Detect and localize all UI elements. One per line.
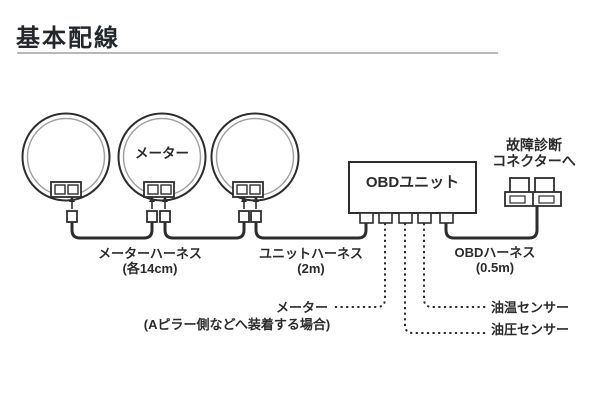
meter-pin-label: メーター [275, 300, 328, 315]
obd-harness-length: (0.5m) [475, 260, 515, 275]
gauge-3-plug-left [238, 210, 250, 223]
obd-pin-3 [398, 212, 413, 224]
unit-harness-wire [254, 222, 368, 240]
meter-harness-label: メーターハーネス (各14cm) [95, 246, 205, 276]
unit-harness-name: ユニットハーネス [258, 246, 363, 261]
diagnostic-connector-label-line2: コネクターへ [492, 153, 576, 169]
meter-harness-wire-1 [70, 222, 154, 240]
obd-unit-box [348, 161, 477, 224]
meter-pin-note: (Aピラー側などへ装着する場合) [143, 317, 331, 332]
gauge-2-plug-right [159, 210, 171, 223]
dotted-lead-oil-pressure [404, 223, 487, 334]
obd-pin-5 [439, 212, 454, 224]
gauge-2-plug-left [146, 210, 158, 223]
meter-harness-name: メーターハーネス [98, 246, 202, 261]
gauge-3-plug-right [250, 210, 262, 223]
obd-unit-label: OBDユニット [365, 174, 460, 191]
gauge-1-plug [66, 210, 78, 223]
gauge-2 [117, 112, 207, 223]
obd-harness-wire [444, 206, 539, 240]
meter-harness-length: (各14cm) [122, 261, 178, 276]
obd-harness-label: OBDハーネス (0.5m) [440, 245, 550, 275]
gauge-1 [21, 112, 111, 223]
gauge-3 [210, 112, 300, 223]
obd-harness-name: OBDハーネス [454, 245, 536, 260]
oil-temp-sensor-label: 油温センサー [491, 300, 570, 315]
diagnostic-connector-icon [504, 177, 562, 207]
obd-pin-4 [417, 212, 432, 224]
page-title: 基本配線 [16, 25, 120, 52]
unit-harness-label: ユニットハーネス (2m) [256, 246, 366, 276]
diagnostic-connector-label: 故障診断 コネクターへ [482, 137, 586, 169]
title-underline [17, 52, 498, 54]
meter-harness-wire-2 [163, 222, 246, 240]
obd-pin-2 [378, 212, 393, 224]
diagnostic-connector-label-line1: 故障診断 [506, 137, 562, 153]
obd-pin-1 [359, 212, 374, 224]
gauge-label: メーター [135, 146, 189, 161]
oil-pressure-sensor-label: 油圧センサー [491, 322, 570, 337]
unit-harness-length: (2m) [297, 261, 325, 276]
